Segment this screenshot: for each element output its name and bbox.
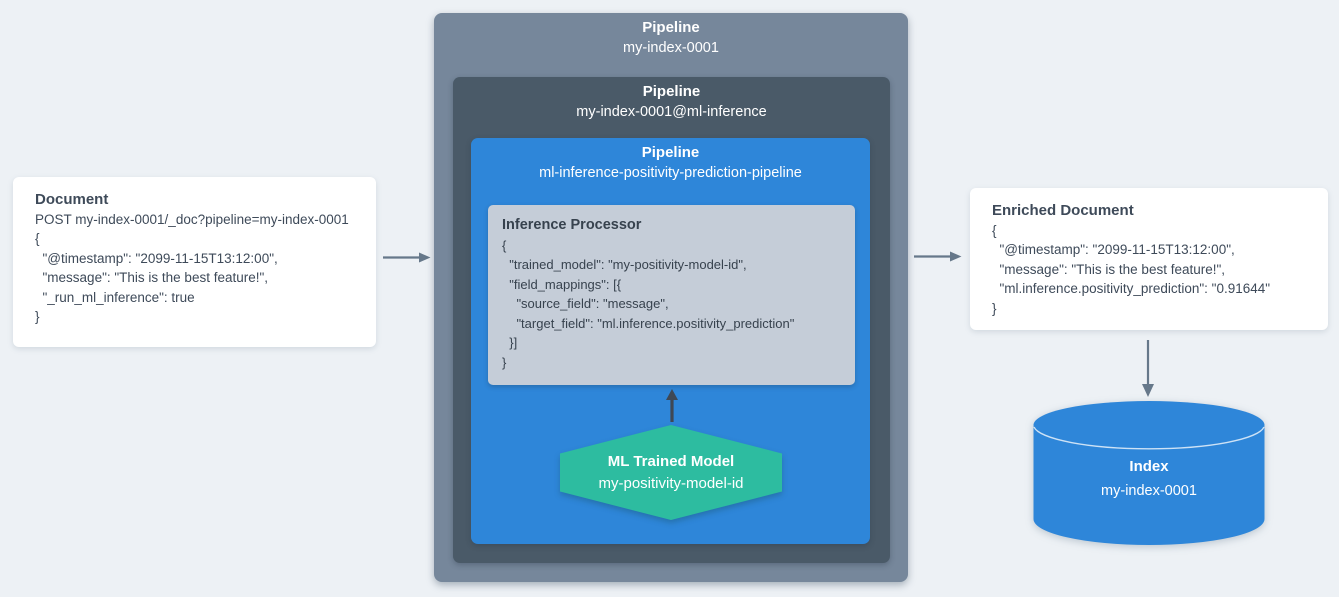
document-card-title: Document bbox=[35, 191, 109, 208]
pipeline-ml-inference-title: Pipeline bbox=[642, 83, 701, 100]
inference-processor-code: { "trained_model": "my-positivity-model-… bbox=[502, 236, 847, 373]
code-line: { bbox=[35, 231, 40, 246]
pipeline-positivity-header: Pipeline ml-inference-positivity-predict… bbox=[471, 138, 870, 184]
code-line: "trained_model": "my-positivity-model-id… bbox=[502, 257, 747, 272]
flow-arrow-right-icon bbox=[914, 251, 962, 262]
pipeline-positivity-name: ml-inference-positivity-prediction-pipel… bbox=[539, 165, 802, 181]
code-line: }] bbox=[502, 335, 518, 350]
flow-arrow-up-icon bbox=[666, 389, 678, 422]
pipeline-ml-inference-box: Pipeline my-index-0001@ml-inference Pipe… bbox=[453, 77, 890, 563]
code-line: } bbox=[502, 354, 507, 370]
pipeline-positivity-box: Pipeline ml-inference-positivity-predict… bbox=[471, 138, 870, 544]
code-line: { bbox=[502, 237, 507, 253]
index-name: my-index-0001 bbox=[1101, 483, 1197, 499]
code-line: } bbox=[35, 309, 40, 324]
ml-trained-model-name: my-positivity-model-id bbox=[598, 474, 744, 492]
ml-trained-model-hexagon: ML Trained Model my-positivity-model-id bbox=[560, 425, 782, 520]
document-card-code: POST my-index-0001/_doc?pipeline=my-inde… bbox=[35, 210, 362, 327]
pipeline-outer-box: Pipeline my-index-0001 Pipeline my-index… bbox=[434, 13, 908, 582]
pipeline-outer-header: Pipeline my-index-0001 bbox=[434, 13, 908, 59]
enriched-document-code: { "@timestamp": "2099-11-15T13:12:00", "… bbox=[992, 221, 1316, 319]
code-line: { bbox=[992, 222, 997, 238]
ml-trained-model-title: ML Trained Model bbox=[607, 452, 735, 470]
code-line: "@timestamp": "2099-11-15T13:12:00", bbox=[992, 242, 1235, 257]
pipeline-outer-title: Pipeline bbox=[642, 19, 700, 36]
code-line: "ml.inference.positivity_prediction": "0… bbox=[992, 281, 1271, 296]
code-line: } bbox=[992, 300, 997, 316]
cylinder-shape-icon bbox=[1033, 401, 1265, 545]
flow-arrow-down-icon bbox=[1142, 340, 1154, 397]
pipeline-positivity-title: Pipeline bbox=[641, 144, 700, 161]
hexagon-shape-icon: ML Trained Model my-positivity-model-id bbox=[560, 425, 782, 520]
code-line: "_run_ml_inference": true bbox=[35, 289, 195, 305]
inference-processor-box: Inference Processor { "trained_model": "… bbox=[488, 205, 855, 385]
inference-processor-title: Inference Processor bbox=[502, 217, 642, 233]
code-line: "source_field": "message", bbox=[502, 296, 669, 311]
enriched-document-card: Enriched Document { "@timestamp": "2099-… bbox=[970, 188, 1328, 330]
code-line: POST my-index-0001/_doc?pipeline=my-inde… bbox=[35, 211, 349, 227]
enriched-document-title: Enriched Document bbox=[992, 202, 1134, 219]
index-cylinder: Index my-index-0001 bbox=[1033, 400, 1265, 546]
code-line: "target_field": "ml.inference.positivity… bbox=[502, 315, 795, 331]
code-line: "message": "This is the best feature!", bbox=[35, 270, 269, 285]
document-card: Document POST my-index-0001/_doc?pipelin… bbox=[13, 177, 376, 347]
index-title: Index bbox=[1129, 458, 1169, 475]
code-line: "@timestamp": "2099-11-15T13:12:00", bbox=[35, 250, 278, 266]
pipeline-ml-inference-name: my-index-0001@ml-inference bbox=[576, 104, 767, 120]
code-line: "message": "This is the best feature!", bbox=[992, 261, 1226, 277]
pipeline-ml-inference-header: Pipeline my-index-0001@ml-inference bbox=[453, 77, 890, 123]
code-line: "field_mappings": [{ bbox=[502, 276, 622, 292]
pipeline-outer-name: my-index-0001 bbox=[623, 40, 719, 56]
flow-arrow-right-icon bbox=[383, 252, 431, 263]
